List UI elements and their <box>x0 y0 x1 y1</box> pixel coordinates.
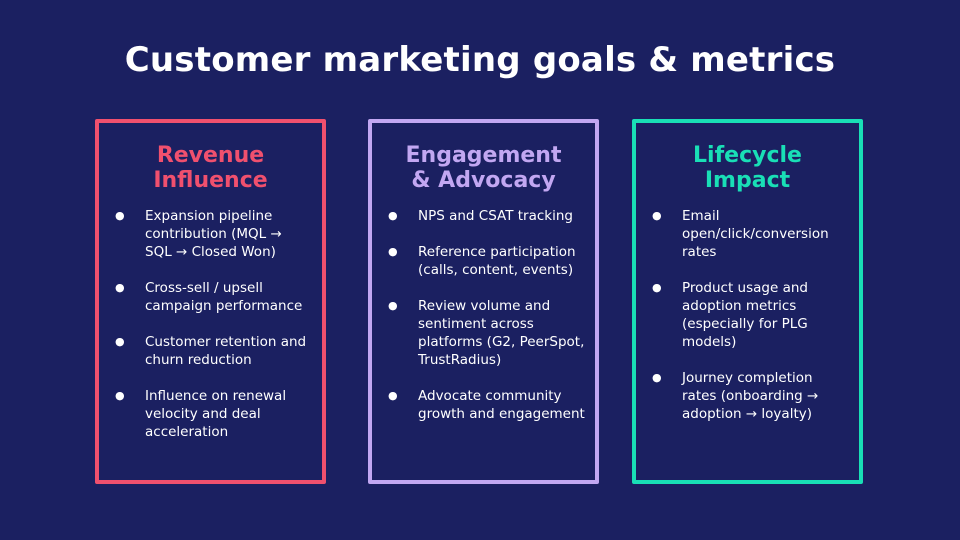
bullet-text: Review volume and sentiment across platf… <box>418 298 585 368</box>
bullet-text: Advocate community growth and engagement <box>418 388 585 422</box>
bullet-icon: ● <box>388 389 398 402</box>
bullet-icon: ● <box>388 245 398 258</box>
bullet-icon: ● <box>388 209 398 222</box>
list-item: ● Influence on renewal velocity and deal… <box>115 387 312 441</box>
card-revenue-influence: Revenue Influence ● Expansion pipeline c… <box>95 119 326 484</box>
list-item: ● Email open/click/conversion rates <box>652 207 849 261</box>
bullet-icon: ● <box>115 335 125 348</box>
card-engagement-advocacy: Engagement & Advocacy ● NPS and CSAT tra… <box>368 119 599 484</box>
bullet-text: Expansion pipeline contribution (MQL → S… <box>145 208 282 260</box>
list-item: ● Product usage and adoption metrics (es… <box>652 279 849 351</box>
card-title-line: Revenue <box>156 143 265 168</box>
card-title: Lifecycle Impact <box>636 143 859 193</box>
bullet-text: NPS and CSAT tracking <box>418 208 573 224</box>
card-title-line: Impact <box>704 168 791 193</box>
bullet-icon: ● <box>115 209 125 222</box>
bullet-icon: ● <box>388 299 398 312</box>
bullet-list: ● Email open/click/conversion rates ● Pr… <box>636 207 859 423</box>
bullet-icon: ● <box>115 389 125 402</box>
card-title-line: Lifecycle <box>693 143 802 168</box>
bullet-text: Journey completion rates (onboarding → a… <box>682 370 819 422</box>
list-item: ● Cross-sell / upsell campaign performan… <box>115 279 312 315</box>
bullet-text: Influence on renewal velocity and deal a… <box>145 388 287 440</box>
bullet-list: ● NPS and CSAT tracking ● Reference part… <box>372 207 595 423</box>
list-item: ● Customer retention and churn reduction <box>115 333 312 369</box>
bullet-icon: ● <box>652 371 662 384</box>
bullet-icon: ● <box>652 209 662 222</box>
list-item: ● Journey completion rates (onboarding →… <box>652 369 849 423</box>
card-lifecycle-impact: Lifecycle Impact ● Email open/click/conv… <box>632 119 863 484</box>
bullet-text: Customer retention and churn reduction <box>145 334 307 368</box>
list-item: ● Reference participation (calls, conten… <box>388 243 585 279</box>
bullet-text: Product usage and adoption metrics (espe… <box>682 280 808 350</box>
bullet-icon: ● <box>652 281 662 294</box>
bullet-list: ● Expansion pipeline contribution (MQL →… <box>99 207 322 441</box>
card-title: Revenue Influence <box>99 143 322 193</box>
list-item: ● Advocate community growth and engageme… <box>388 387 585 423</box>
card-title-line: & Advocacy <box>411 168 556 193</box>
list-item: ● NPS and CSAT tracking <box>388 207 585 225</box>
list-item: ● Expansion pipeline contribution (MQL →… <box>115 207 312 261</box>
slide-title: Customer marketing goals & metrics <box>124 40 836 80</box>
bullet-text: Reference participation (calls, content,… <box>418 244 576 278</box>
card-title-line: Engagement <box>405 143 562 168</box>
bullet-text: Email open/click/conversion rates <box>682 208 829 260</box>
card-title-line: Influence <box>153 168 268 193</box>
list-item: ● Review volume and sentiment across pla… <box>388 297 585 369</box>
bullet-icon: ● <box>115 281 125 294</box>
bullet-text: Cross-sell / upsell campaign performance <box>145 280 303 314</box>
card-title: Engagement & Advocacy <box>372 143 595 193</box>
